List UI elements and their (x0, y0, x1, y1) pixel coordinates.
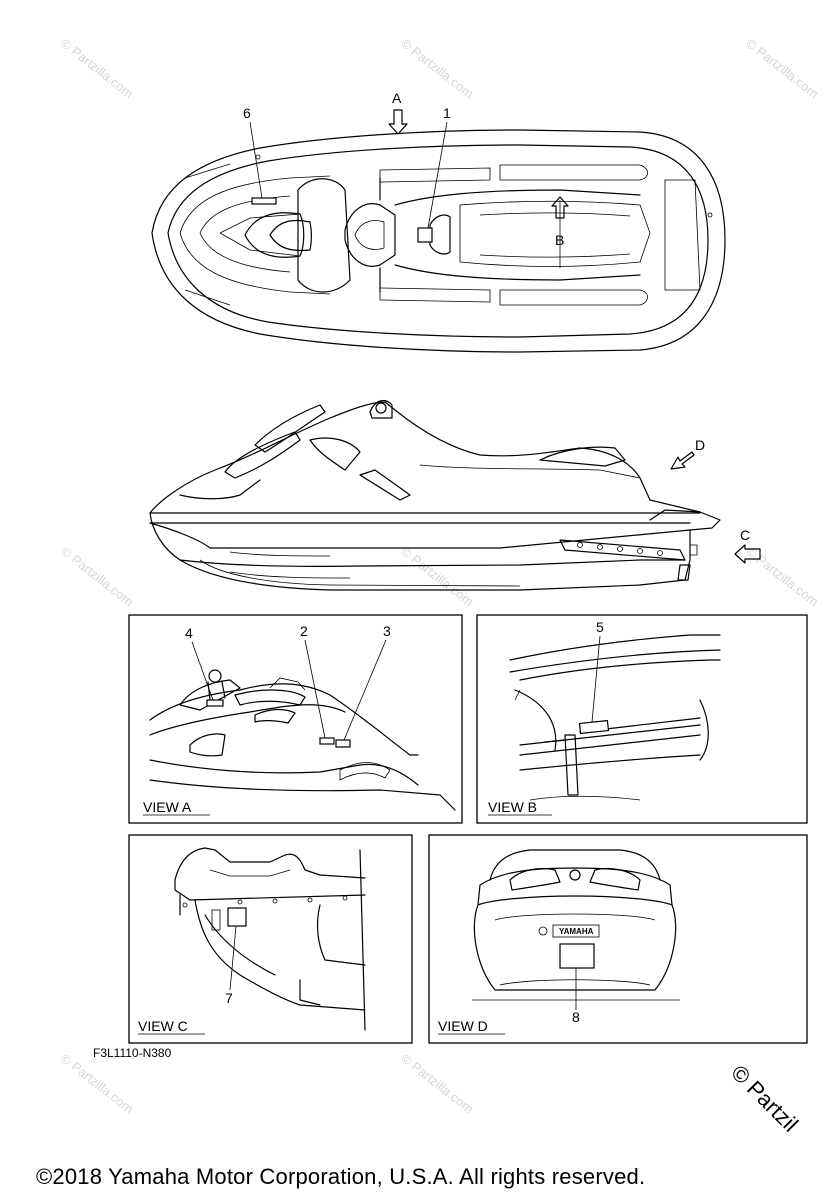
decal-1-top (417, 227, 433, 243)
watermark: © Partzilla.com (743, 544, 821, 610)
view-marker-c: C (740, 527, 750, 543)
view-c-panel: 7 VIEW C (128, 834, 413, 1044)
top-view-callouts: 6 1 A B (243, 90, 569, 248)
copyright-notice: ©2018 Yamaha Motor Corporation, U.S.A. A… (36, 1164, 646, 1189)
view-marker-d: D (695, 437, 705, 453)
callout-2: 2 (300, 623, 308, 639)
view-d-panel: YAMAHA 8 VIEW D (428, 834, 808, 1044)
side-view-watercraft (149, 399, 721, 591)
top-view-watercraft (151, 129, 726, 353)
decal-4 (206, 699, 224, 707)
decal-5 (578, 719, 610, 735)
callout-3: 3 (383, 623, 391, 639)
view-b-panel: 5 VIEW B (476, 614, 808, 824)
callout-1: 1 (443, 105, 451, 121)
view-c-label: VIEW C (138, 1018, 188, 1034)
decal-7 (227, 907, 247, 927)
side-view-markers: D C (670, 437, 761, 564)
arrow-down-icon (388, 109, 408, 135)
arrow-up-icon (551, 196, 569, 219)
callout-7: 7 (225, 990, 233, 1006)
view-a-label: VIEW A (143, 799, 192, 815)
watermark: © Partzilla.com (58, 544, 136, 610)
yamaha-badge-text: YAMAHA (559, 927, 594, 936)
decal-6-top (251, 197, 277, 205)
callout-8: 8 (572, 1009, 580, 1025)
view-marker-a: A (392, 90, 402, 106)
yamaha-badge (552, 924, 600, 938)
view-marker-b: B (555, 232, 564, 248)
watermark: © Partzilla.com (398, 544, 476, 610)
watermark: © Partzilla.com (58, 36, 136, 102)
view-d-label: VIEW D (438, 1018, 488, 1034)
view-a-panel: 4 2 3 VIEW A (128, 614, 463, 824)
watermark: © Partzilla.com (58, 1051, 136, 1117)
callout-5: 5 (596, 619, 604, 635)
watermark: © Partzilla.com (398, 36, 476, 102)
watermark-group: © Partzilla.com © Partzilla.com © Partzi… (58, 36, 821, 1117)
decal-8 (559, 943, 595, 969)
callout-4: 4 (185, 625, 193, 641)
arrow-left-icon (734, 544, 761, 564)
arrow-diagonal-icon (670, 451, 695, 470)
drawing-code: F3L1110-N380 (93, 1046, 172, 1060)
watermark: © Partzilla.com (398, 1051, 476, 1117)
decal-3 (335, 739, 351, 748)
callout-6: 6 (243, 105, 251, 121)
view-b-label: VIEW B (488, 799, 537, 815)
decal-2 (319, 737, 335, 745)
watermark: © Partzilla.com (743, 36, 821, 102)
